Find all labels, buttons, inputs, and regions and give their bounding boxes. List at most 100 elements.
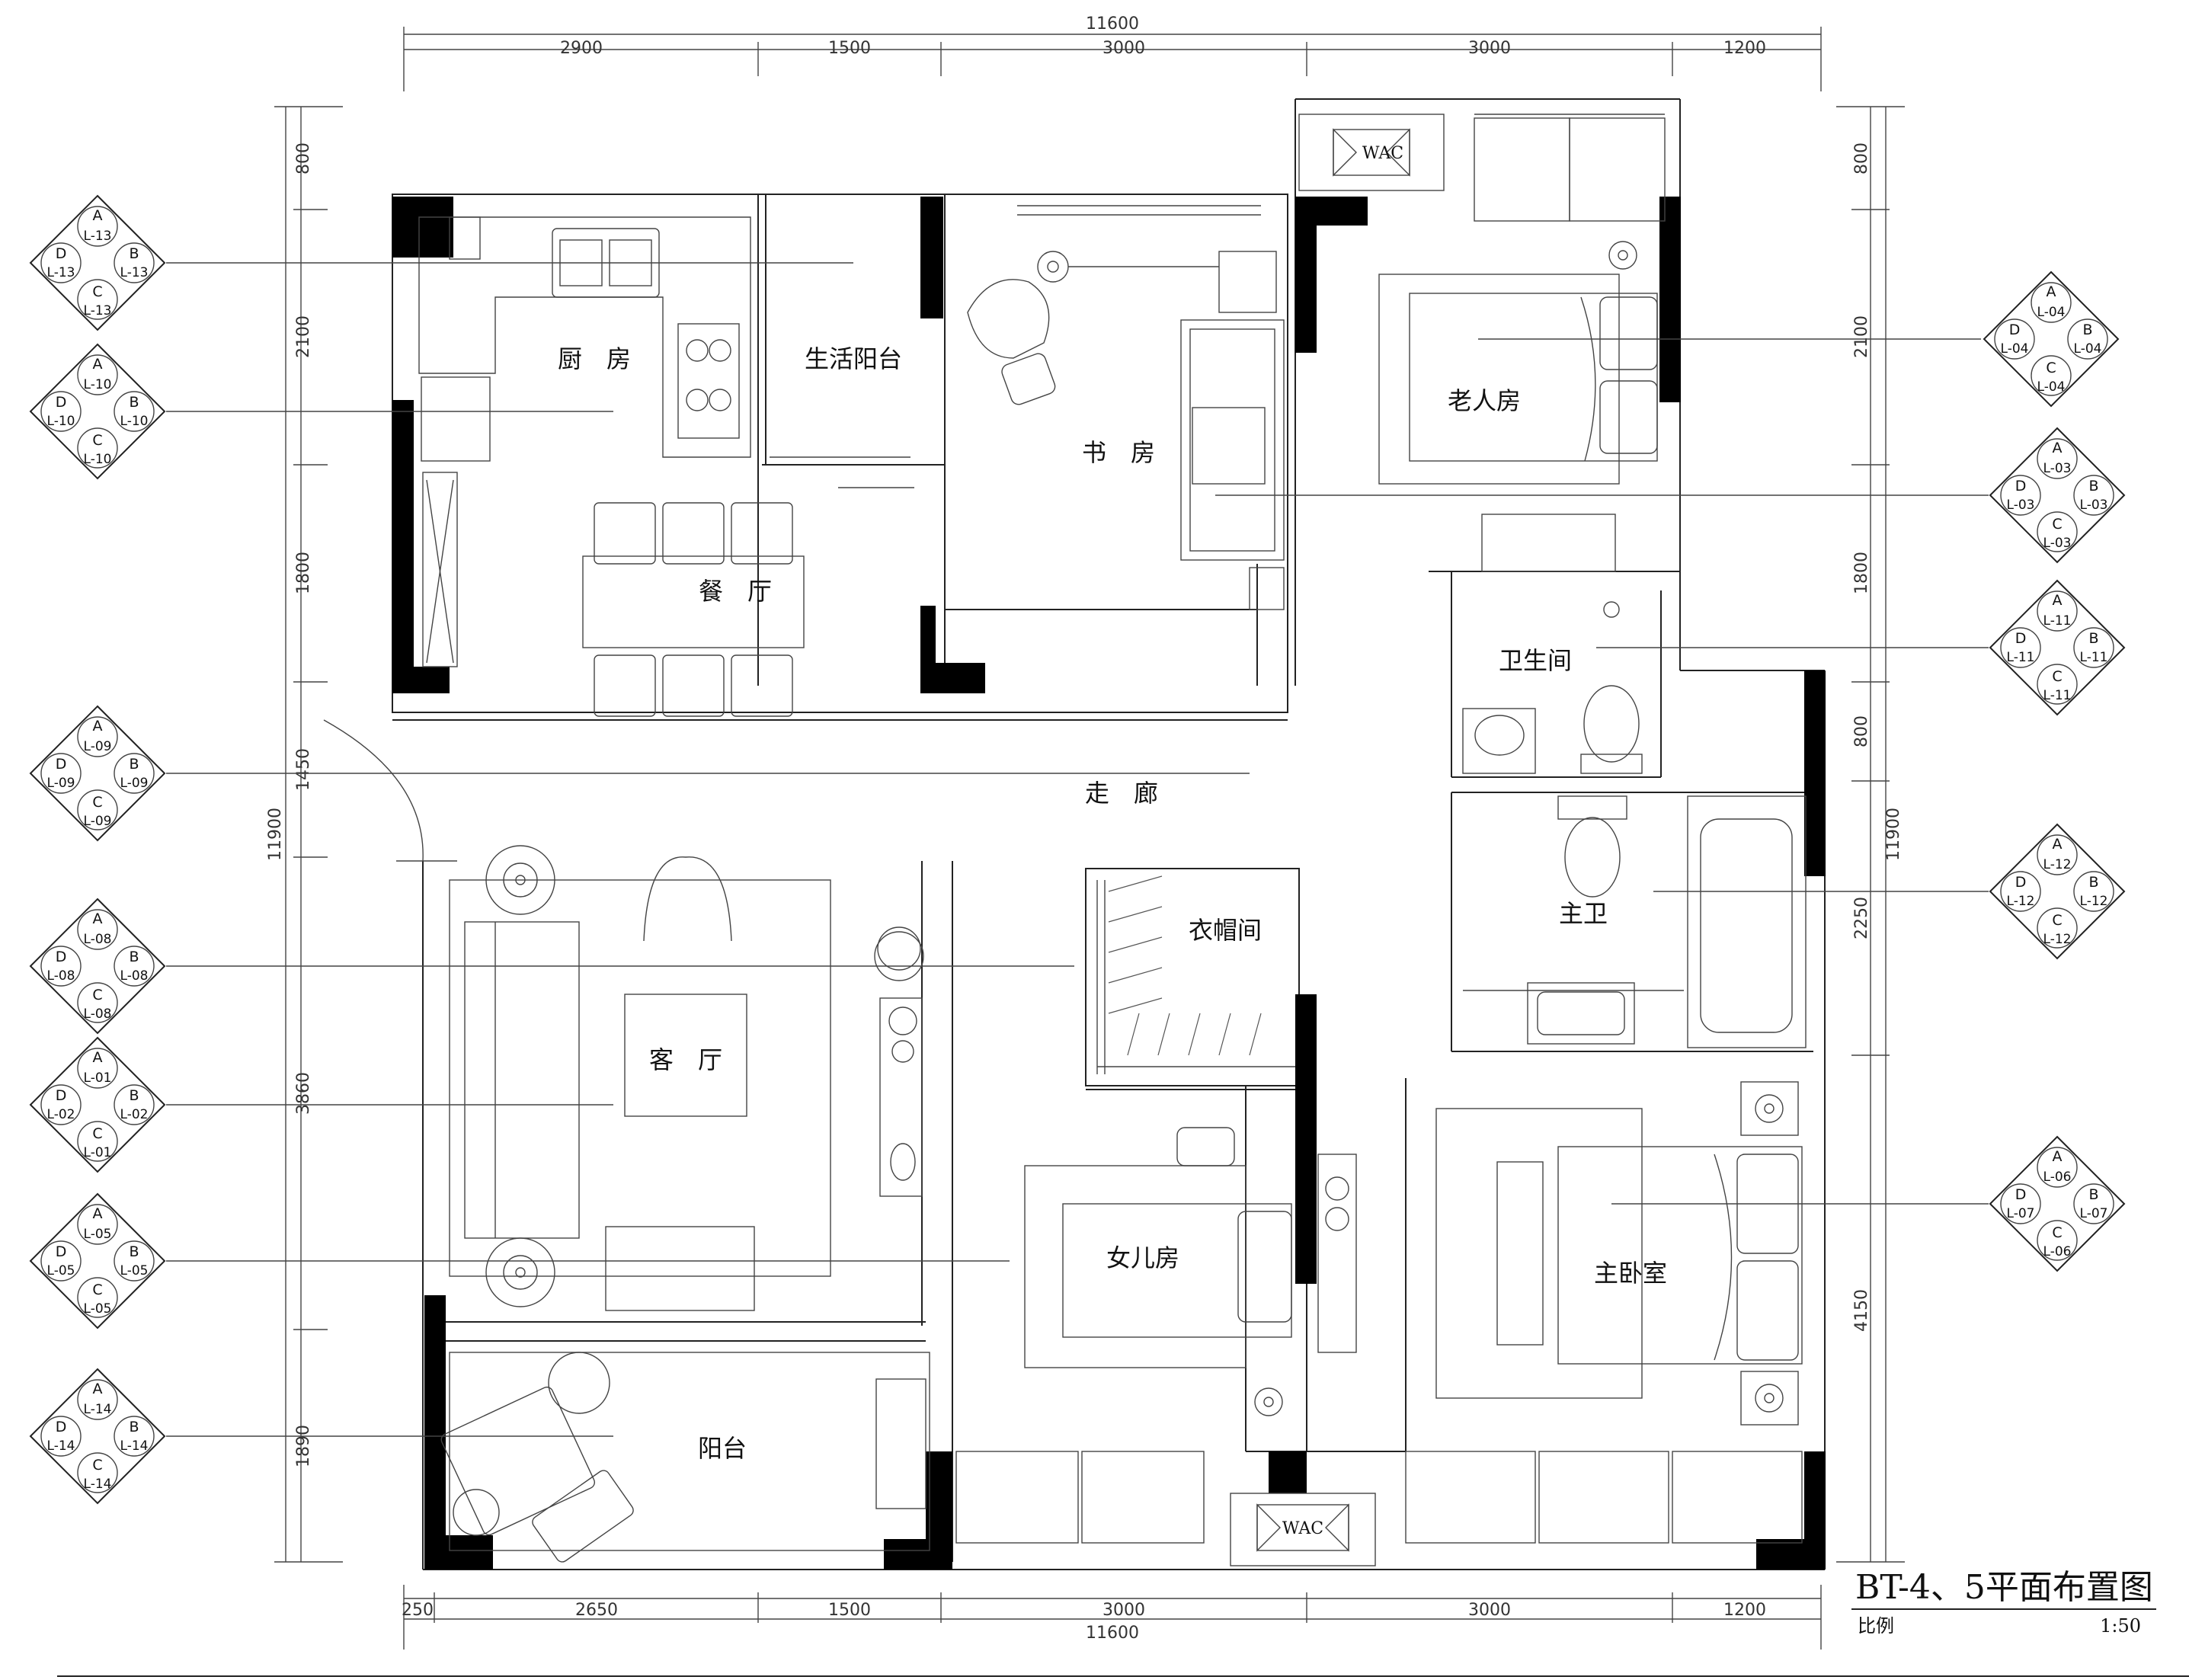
room-label-dining: 餐 厅 <box>699 577 772 606</box>
svg-text:B: B <box>2088 874 2098 891</box>
scale-label: 比例 <box>1858 1615 1894 1637</box>
svg-text:L-08: L-08 <box>84 1006 112 1022</box>
svg-text:C: C <box>92 794 102 811</box>
svg-text:A: A <box>93 718 103 734</box>
svg-text:L-02: L-02 <box>47 1107 75 1122</box>
dim-bottom-seg: 3000 <box>1468 1601 1511 1620</box>
svg-text:L-10: L-10 <box>84 377 112 392</box>
svg-text:B: B <box>2088 630 2098 647</box>
svg-text:D: D <box>56 1419 67 1435</box>
svg-text:B: B <box>2082 322 2092 338</box>
dim-bottom-seg: 250 <box>402 1601 434 1620</box>
svg-text:L-12: L-12 <box>2043 932 2072 947</box>
room-label-balcony: 阳台 <box>698 1434 747 1463</box>
dim-top-seg: 3000 <box>1103 39 1145 58</box>
room-label-cloakroom: 衣帽间 <box>1189 916 1262 945</box>
svg-text:L-08: L-08 <box>47 968 75 984</box>
svg-text:D: D <box>2015 630 2027 647</box>
dim-top-seg: 1500 <box>828 39 871 58</box>
dimension-labels: 11600 2900 1500 3000 3000 1200 250 2650 … <box>266 14 1903 1643</box>
svg-text:D: D <box>56 245 67 262</box>
svg-text:L-14: L-14 <box>84 1477 112 1492</box>
svg-text:B: B <box>2088 478 2098 494</box>
svg-text:L-10: L-10 <box>84 452 112 467</box>
index-lines <box>166 262 1989 1437</box>
svg-text:A: A <box>2053 836 2063 853</box>
svg-text:L-14: L-14 <box>84 1402 112 1417</box>
dim-top-seg: 3000 <box>1468 39 1511 58</box>
svg-text:C: C <box>2052 1224 2062 1241</box>
elevation-tag-right-4: A L-12 B L-12 C L-12 D L-12 <box>1989 823 2126 960</box>
svg-text:D: D <box>56 949 67 965</box>
title-block: BT-4、5平面布置图 比例 1:50 <box>57 1568 2189 1677</box>
room-label-master-bedroom: 主卧室 <box>1594 1259 1667 1288</box>
svg-text:D: D <box>2009 322 2021 338</box>
svg-text:L-09: L-09 <box>84 739 112 754</box>
svg-text:A: A <box>2053 440 2063 456</box>
room-label-corridor: 走 廊 <box>1085 779 1158 808</box>
svg-text:L-13: L-13 <box>84 303 112 318</box>
dim-right-seg: 1800 <box>1852 552 1871 594</box>
svg-text:L-11: L-11 <box>2080 650 2108 665</box>
wac-label-top: WAC <box>1362 144 1403 163</box>
svg-text:B: B <box>129 245 139 262</box>
svg-text:C: C <box>92 1457 102 1474</box>
dim-bottom-seg: 2650 <box>575 1601 618 1620</box>
elevation-tag-right-3: A L-11 B L-11 C L-11 D L-11 <box>1989 579 2126 716</box>
wall-outlines <box>392 98 1826 1570</box>
svg-text:C: C <box>92 1282 102 1298</box>
svg-text:D: D <box>56 1243 67 1260</box>
solid-walls <box>392 197 1826 1570</box>
svg-text:D: D <box>2015 478 2027 494</box>
svg-text:L-07: L-07 <box>2080 1206 2108 1221</box>
elevation-tag-left-6: A L-05 B L-05 C L-05 D L-05 <box>29 1192 166 1330</box>
furniture: WAC <box>323 114 1807 1566</box>
svg-text:C: C <box>92 987 102 1003</box>
svg-text:B: B <box>2088 1186 2098 1203</box>
svg-text:D: D <box>56 394 67 411</box>
svg-text:D: D <box>56 756 67 773</box>
svg-text:L-04: L-04 <box>2037 379 2066 395</box>
svg-text:C: C <box>2052 516 2062 533</box>
svg-text:C: C <box>2052 668 2062 685</box>
svg-text:L-04: L-04 <box>2074 341 2102 357</box>
svg-text:L-06: L-06 <box>2043 1170 2072 1185</box>
svg-text:L-03: L-03 <box>2080 498 2108 513</box>
dim-right-seg: 4150 <box>1852 1289 1871 1332</box>
elevation-tag-left-3: A L-09 B L-09 C L-09 D L-09 <box>29 705 166 842</box>
dim-left-seg: 800 <box>294 142 313 174</box>
svg-text:L-10: L-10 <box>120 414 149 429</box>
svg-text:B: B <box>129 1087 139 1104</box>
svg-text:L-05: L-05 <box>84 1301 112 1317</box>
svg-text:L-10: L-10 <box>47 414 75 429</box>
svg-text:A: A <box>93 207 103 224</box>
svg-text:C: C <box>92 283 102 300</box>
svg-text:C: C <box>92 1125 102 1142</box>
svg-text:A: A <box>2047 283 2056 300</box>
wac-label-bottom: WAC <box>1282 1519 1323 1538</box>
room-label-study: 书 房 <box>1082 438 1155 467</box>
drawing-title: BT-4、5平面布置图 <box>1855 1568 2153 1607</box>
room-label-kitchen: 厨 房 <box>558 344 631 373</box>
svg-text:L-13: L-13 <box>47 265 75 280</box>
svg-text:L-05: L-05 <box>120 1263 149 1278</box>
room-labels: 厨 房 生活阳台 书 房 老人房 餐 厅 卫生间 走 廊 衣帽间 主卫 客 厅 … <box>558 344 1667 1463</box>
dim-left-seg: 1890 <box>294 1425 313 1467</box>
svg-text:C: C <box>2046 360 2056 376</box>
dim-left-total: 11900 <box>266 808 285 861</box>
svg-text:L-03: L-03 <box>2007 498 2035 513</box>
svg-text:L-12: L-12 <box>2080 894 2108 909</box>
dim-left-seg: 3860 <box>294 1072 313 1115</box>
svg-text:L-05: L-05 <box>84 1227 112 1242</box>
svg-text:L-09: L-09 <box>84 814 112 829</box>
dim-right-seg: 2250 <box>1852 897 1871 939</box>
svg-text:B: B <box>129 949 139 965</box>
svg-text:L-04: L-04 <box>2001 341 2029 357</box>
svg-text:L-12: L-12 <box>2043 857 2072 872</box>
svg-text:B: B <box>129 756 139 773</box>
dim-right-seg: 2100 <box>1852 315 1871 358</box>
dim-left-seg: 1450 <box>294 748 313 791</box>
elevation-tag-left-2: A L-10 B L-10 C L-10 D L-10 <box>29 343 166 480</box>
svg-text:L-08: L-08 <box>120 968 149 984</box>
